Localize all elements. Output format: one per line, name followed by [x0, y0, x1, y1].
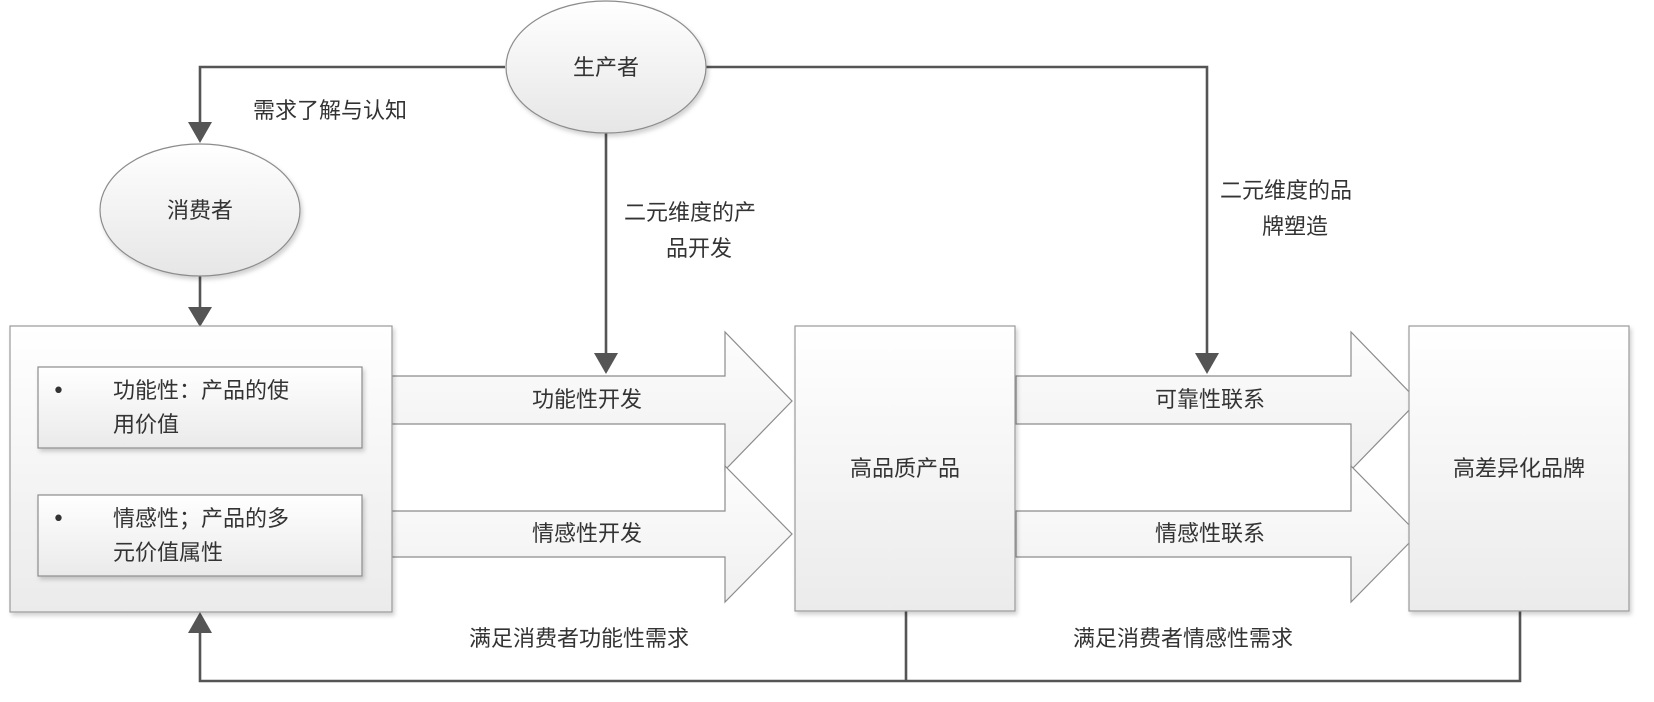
satisfy-emotional-label: 满足消费者情感性需求	[1073, 627, 1293, 652]
product-development-label-line2: 品开发	[666, 237, 732, 262]
producer-label: 生产者	[573, 56, 639, 81]
consumer-arrowhead	[188, 122, 212, 143]
high-quality-product-box	[794, 325, 1016, 612]
brand-building-arrowhead	[1195, 353, 1219, 374]
feedback-arrowhead	[188, 612, 212, 633]
emotional-link-label: 情感性联系	[1155, 522, 1265, 547]
emotional-attribute-box	[37, 494, 363, 577]
high-quality-product-label: 高品质产品	[850, 457, 960, 482]
functional-development-arrow	[391, 330, 793, 472]
attributes-arrowhead	[188, 307, 212, 327]
brand-building-label-line1: 二元维度的品	[1220, 179, 1352, 204]
emotional-development-label: 情感性开发	[532, 522, 642, 547]
functional-attribute-line1: 功能性：产品的使	[113, 379, 289, 404]
demand-understanding-label: 需求了解与认知	[253, 99, 407, 124]
functional-bullet: •	[52, 379, 65, 404]
consumer-ellipse	[99, 143, 301, 277]
emotional-development-arrow	[391, 464, 793, 604]
emotional-link-arrow	[1015, 464, 1419, 604]
product-development-arrowhead	[594, 353, 618, 374]
differentiated-brand-label: 高差异化品牌	[1453, 457, 1585, 482]
consumer-label: 消费者	[167, 199, 233, 224]
brand-building-label-line2: 牌塑造	[1262, 215, 1328, 240]
feedback-loop-connector	[198, 610, 1522, 683]
product-development-label-line1: 二元维度的产	[624, 201, 756, 226]
functional-attribute-box	[37, 366, 363, 449]
emotional-attribute-line2: 元价值属性	[113, 541, 223, 566]
brand-building-connector	[706, 65, 1209, 362]
functional-development-label: 功能性开发	[532, 388, 642, 413]
reliability-link-arrow	[1015, 330, 1419, 472]
functional-attribute-line2: 用价值	[113, 413, 179, 438]
emotional-attribute-line1: 情感性；产品的多	[113, 507, 289, 532]
satisfy-functional-label: 满足消费者功能性需求	[469, 627, 689, 652]
differentiated-brand-box	[1408, 325, 1630, 612]
reliability-link-label: 可靠性联系	[1155, 388, 1265, 413]
producer-ellipse	[505, 0, 707, 134]
emotional-bullet: •	[52, 507, 65, 532]
demand-understanding-connector	[198, 65, 505, 130]
